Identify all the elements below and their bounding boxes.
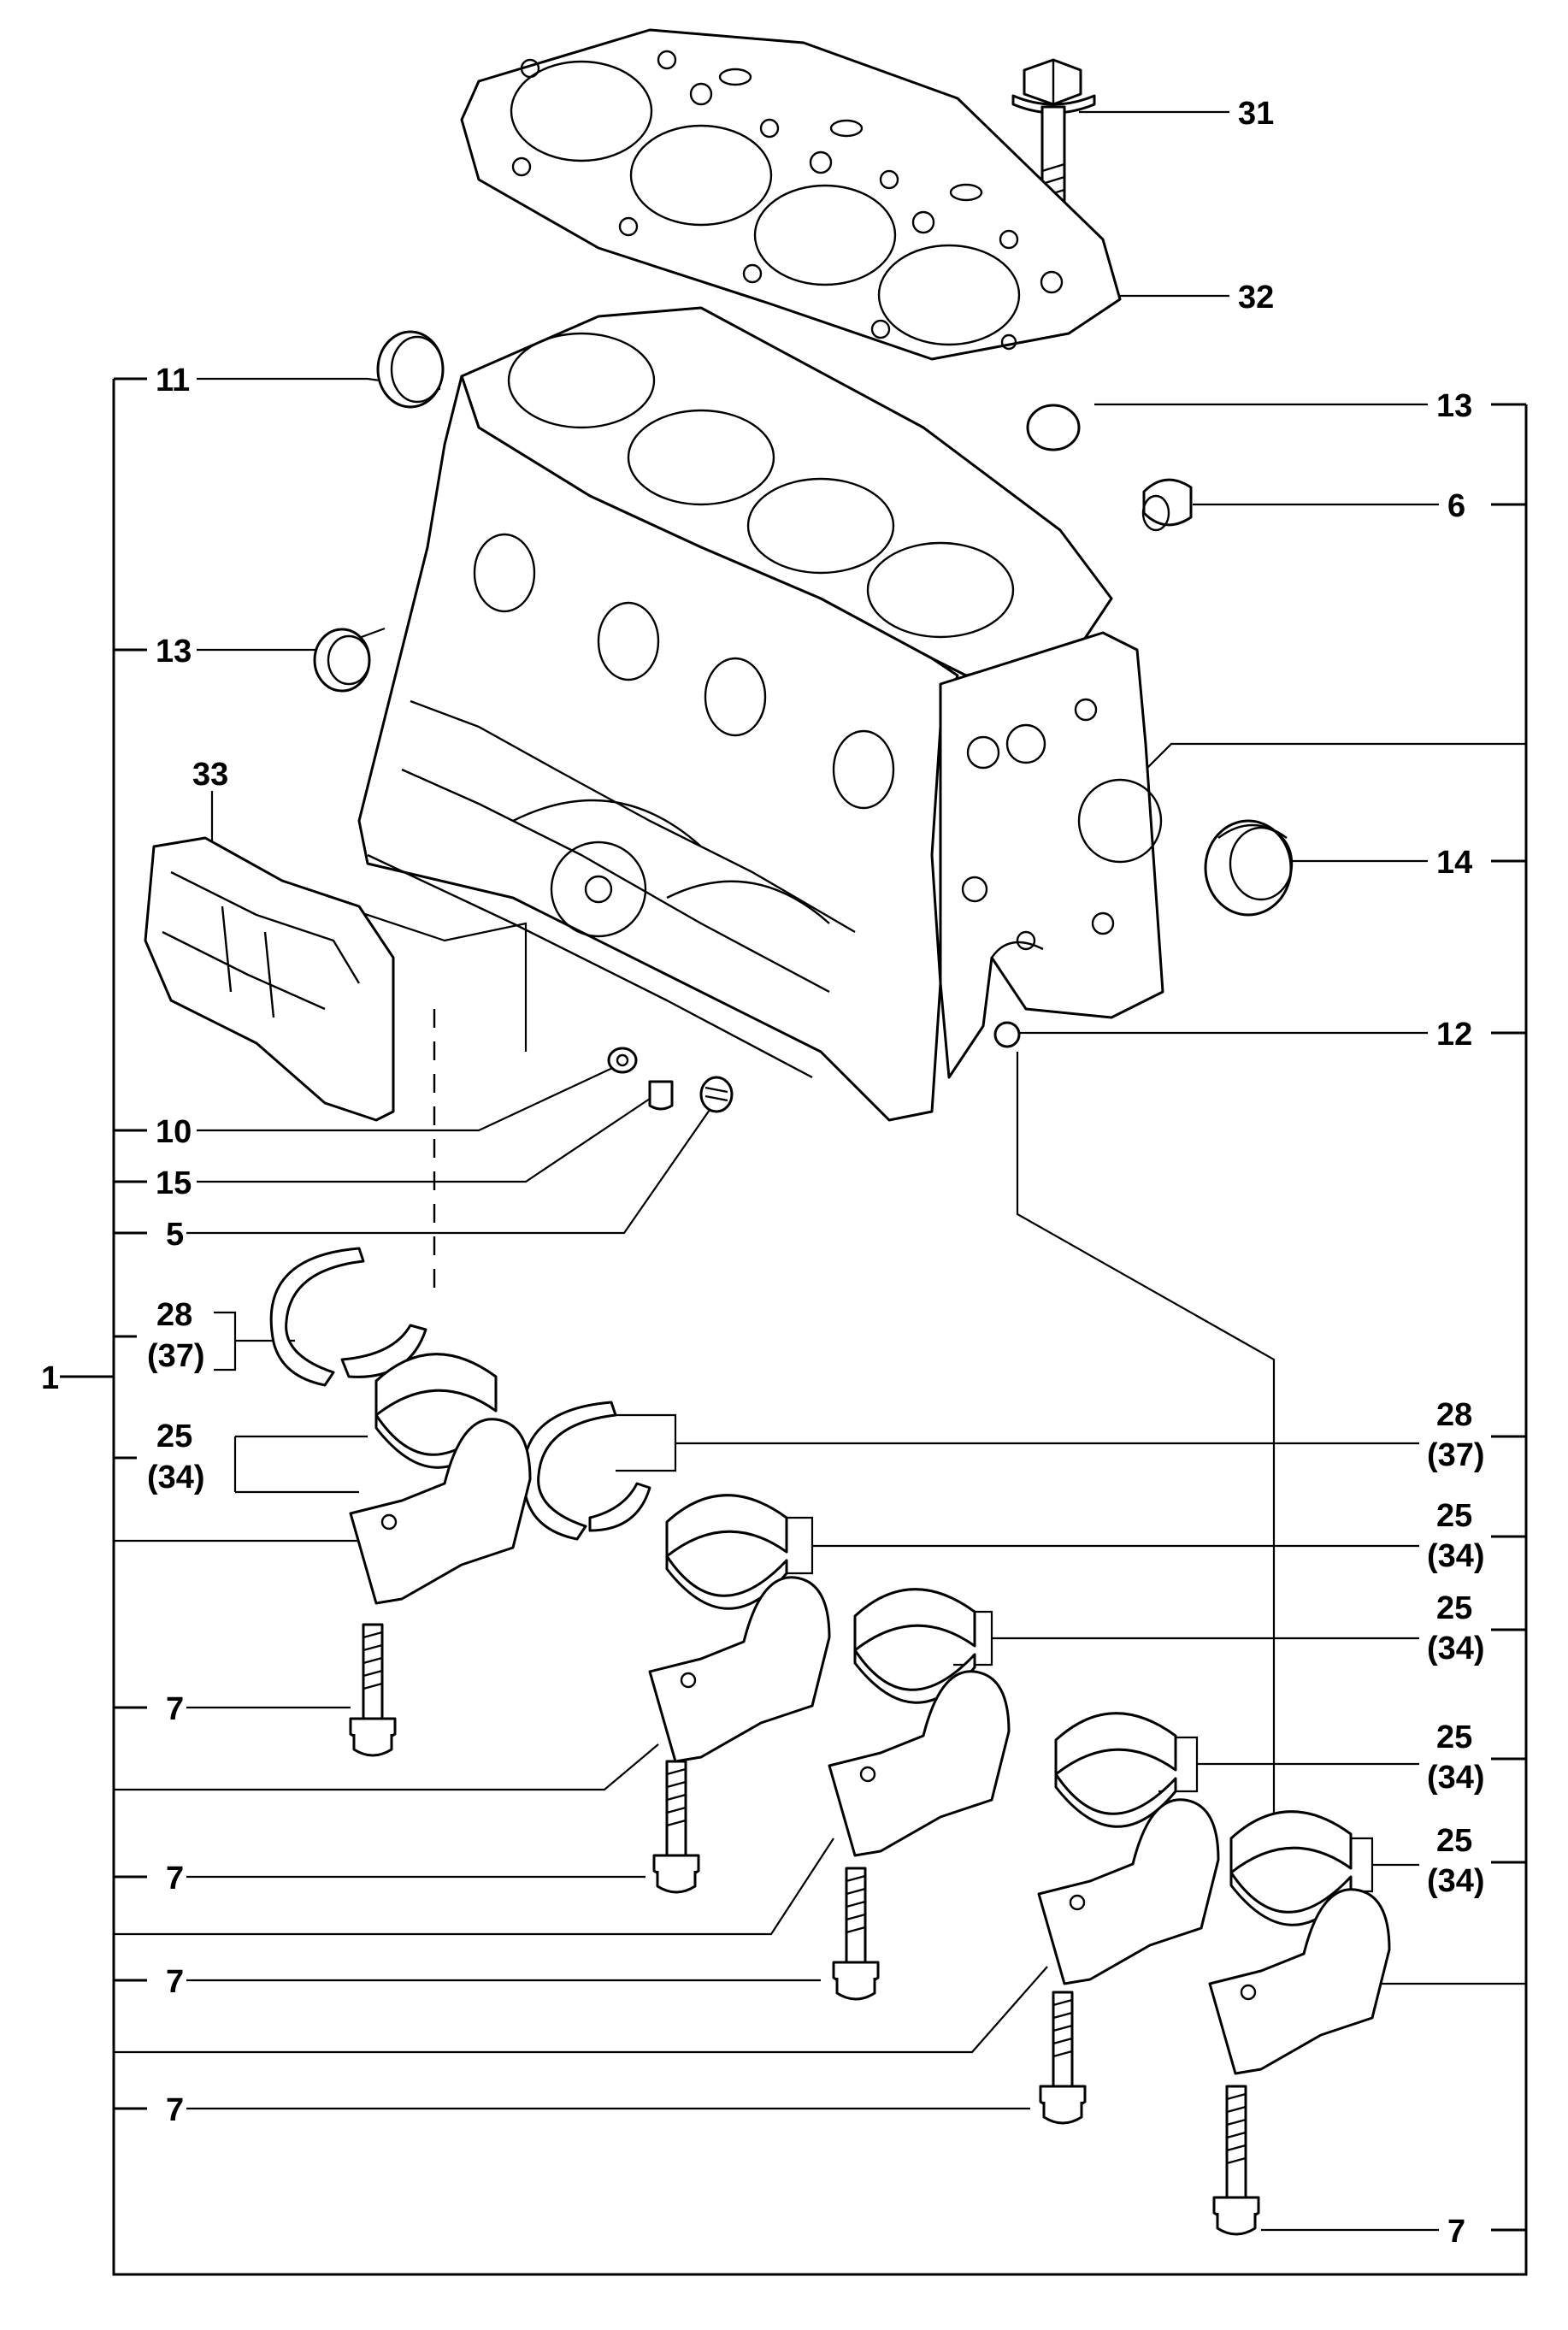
thrust-washer-28-right: [522, 1401, 651, 1541]
callout-34-r4: (34): [1427, 1863, 1485, 1899]
callout-5: 5: [166, 1217, 184, 1253]
seal-14: [1204, 819, 1294, 917]
plug-12: [993, 1021, 1021, 1048]
callout-25-left: 25: [156, 1419, 192, 1454]
callout-25-r2: 25: [1436, 1590, 1472, 1626]
callout-14: 14: [1436, 845, 1472, 881]
thrust-washer-28-left: [269, 1247, 427, 1387]
cap-bolt-7-2: [652, 1760, 700, 1894]
callout-6: 6: [1447, 488, 1465, 524]
cylinder-block: [357, 306, 1164, 1122]
main-bearing-cap-5: [1208, 1888, 1391, 2075]
cap-bolt-7-5: [1212, 2085, 1260, 2236]
callout-7-c: 7: [166, 1964, 184, 2000]
callout-25-r1: 25: [1436, 1498, 1472, 1534]
callout-28-right: 28: [1436, 1397, 1472, 1433]
callout-37-right: (37): [1427, 1437, 1485, 1473]
main-bearing-cap-4: [1037, 1798, 1220, 1985]
callout-7-e: 7: [1447, 2214, 1465, 2250]
callout-34-r1: (34): [1427, 1538, 1485, 1574]
callout-7-d: 7: [166, 2092, 184, 2128]
callout-13-top: 13: [1436, 388, 1472, 424]
right-bracket-frame: [1141, 403, 1528, 2274]
cap-bolt-7-1: [349, 1623, 397, 1757]
callout-11: 11: [156, 363, 190, 398]
plug-10: [607, 1047, 638, 1074]
callout-37-left: (37): [147, 1338, 205, 1374]
plug-6: [1141, 478, 1193, 532]
callout-25-r4: 25: [1436, 1823, 1472, 1859]
plug-13-left: [313, 628, 371, 693]
callout-28-left: 28: [156, 1297, 192, 1333]
plug-13-top: [1026, 404, 1081, 451]
callout-7-b: 7: [166, 1861, 184, 1896]
callout-34-r3: (34): [1427, 1760, 1485, 1796]
stiffener-33: [144, 836, 395, 1122]
callout-10: 10: [156, 1114, 192, 1150]
cap-bolt-7-3: [832, 1867, 880, 2001]
head-gasket-32: [460, 28, 1122, 361]
plug-15: [648, 1080, 674, 1111]
plug-5: [699, 1076, 734, 1113]
callout-15: 15: [156, 1165, 192, 1201]
leader-lines: [186, 110, 1439, 2232]
callout-12: 12: [1436, 1017, 1472, 1053]
cap-bolt-7-4: [1039, 1991, 1087, 2125]
callout-33: 33: [192, 757, 228, 793]
plug-11: [376, 330, 445, 409]
callout-31: 31: [1238, 96, 1274, 132]
bearing-shell-25-2: [665, 1494, 788, 1610]
callout-34-left: (34): [147, 1460, 205, 1495]
callout-labels: 31 32 11 13 6 13 33 14 12 10 15 5 1 28 (…: [41, 96, 1485, 2250]
main-bearing-cap-3: [828, 1670, 1011, 1857]
main-bearing-cap-2: [648, 1576, 831, 1763]
main-bearing-cap-1: [349, 1418, 532, 1605]
callout-7-a: 7: [166, 1691, 184, 1727]
callout-32: 32: [1238, 280, 1274, 316]
callout-13-left: 13: [156, 634, 192, 670]
callout-34-r2: (34): [1427, 1631, 1485, 1666]
callout-25-r3: 25: [1436, 1719, 1472, 1755]
bearing-shell-25-4: [1054, 1712, 1177, 1828]
callout-1: 1: [41, 1360, 59, 1396]
